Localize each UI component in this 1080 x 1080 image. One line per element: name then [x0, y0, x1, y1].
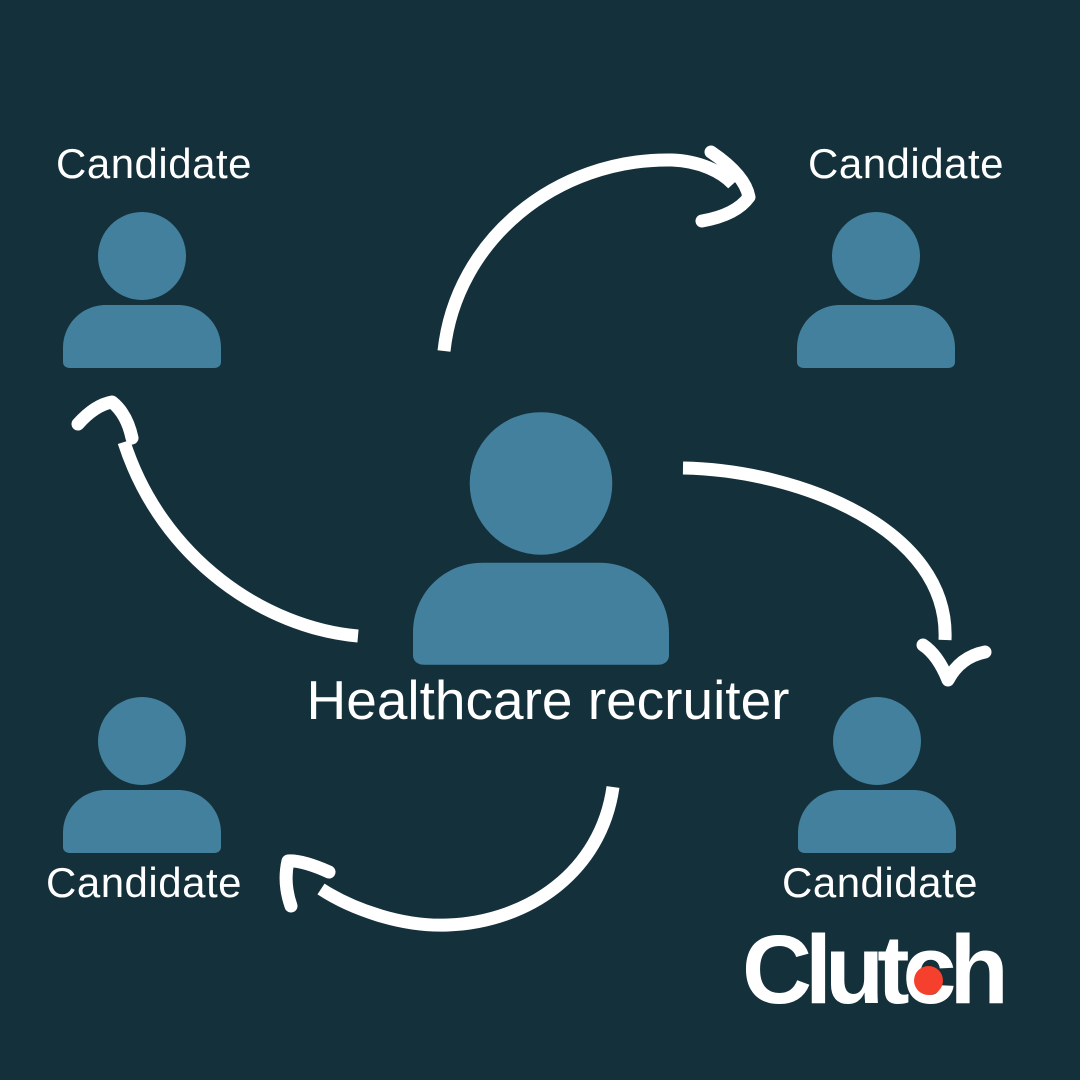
- arrowhead-icon: [71, 395, 139, 445]
- arrow-shaft: [437, 153, 738, 352]
- clutch-logo-dot-icon: [914, 966, 943, 995]
- candidate-label: Candidate: [46, 859, 242, 906]
- person-icon: [63, 697, 221, 853]
- clutch-logo: Clutch: [742, 921, 1009, 1018]
- clutch-logo-text: Clutch: [742, 915, 1009, 1024]
- arrow-shaft: [317, 786, 620, 932]
- arrow-center-to-top-left: [71, 395, 359, 643]
- arrowhead-icon: [916, 638, 992, 687]
- candidate-label: Candidate: [808, 140, 1004, 187]
- arrow-shaft: [682, 461, 952, 641]
- arrow-shaft: [117, 440, 359, 643]
- arrowhead-icon: [279, 854, 336, 913]
- arrow-center-to-top-right: [437, 145, 756, 352]
- person-icon: [797, 212, 955, 368]
- arrow-center-to-bottom-right: [682, 461, 992, 687]
- candidate-label: Candidate: [56, 140, 252, 187]
- recruiter-label: Healthcare recruiter: [306, 669, 790, 731]
- recruiter-person-icon: [413, 412, 669, 665]
- arrowhead-icon: [695, 145, 756, 228]
- candidate-label: Candidate: [782, 859, 978, 906]
- arrow-center-to-bottom-left: [279, 786, 620, 932]
- person-icon: [63, 212, 221, 368]
